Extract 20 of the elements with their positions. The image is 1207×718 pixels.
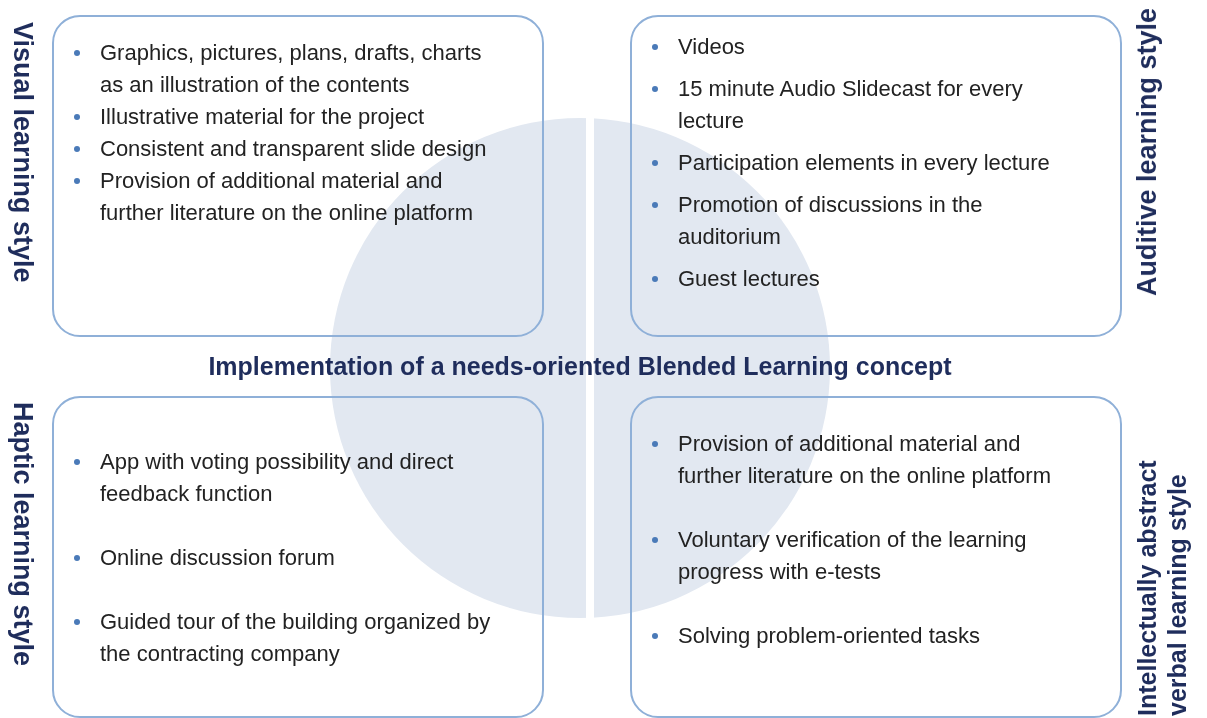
bullet-item: Online discussion forum bbox=[100, 542, 502, 574]
bullet-item: Promotion of discussions in the auditorium bbox=[678, 189, 1080, 253]
bullet-item: 15 minute Audio Slidecast for every lecture bbox=[678, 73, 1080, 137]
bullet-item: Guided tour of the building organized by the contracting company bbox=[100, 606, 502, 670]
side-heading: Auditive learning style bbox=[1132, 8, 1162, 297]
diagram-title: Implementation of a needs-oriented Blended Learning concept bbox=[207, 352, 953, 381]
bullet-item: Guest lectures bbox=[678, 263, 1080, 295]
side-heading: Intellectually abstract verbal learning style bbox=[1132, 459, 1192, 716]
side-heading: Visual learning style bbox=[8, 22, 38, 283]
bullet-item: Illustrative material for the project bbox=[100, 101, 502, 133]
bullet-item: Solving problem-oriented tasks bbox=[678, 620, 1080, 652]
bullet-item: Graphics, pictures, plans, drafts, charts as an illustration of the contents bbox=[100, 37, 502, 101]
bullet-item: Videos bbox=[678, 31, 1080, 63]
bullet-item: App with voting possibility and direct feedback function bbox=[100, 446, 502, 510]
bullet-item: Consistent and transparent slide design bbox=[100, 133, 502, 165]
bullet-item: Participation elements in every lecture bbox=[678, 147, 1080, 179]
bullet-item: Provision of additional material and further literature on the online platform bbox=[678, 428, 1080, 492]
bullet-item: Provision of additional material and further literature on the online platform bbox=[100, 165, 502, 229]
side-heading: Haptic learning style bbox=[8, 402, 38, 667]
bullet-item: Voluntary verification of the learning progress with e-tests bbox=[678, 524, 1080, 588]
